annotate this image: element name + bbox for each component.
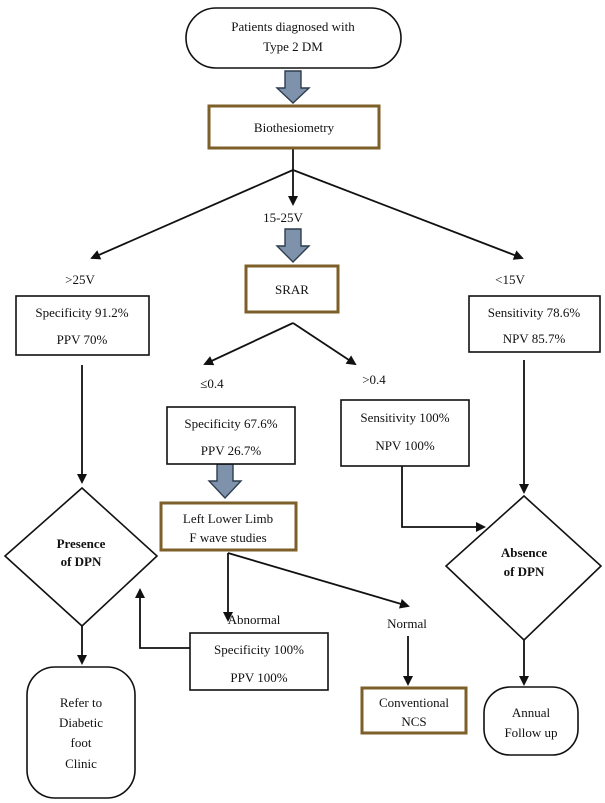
block-arrow-1 bbox=[275, 70, 311, 104]
left-ppv: PPV 70% bbox=[57, 332, 108, 347]
biothesiometry-node: Biothesiometry bbox=[207, 104, 381, 150]
block-arrow-3 bbox=[207, 463, 243, 500]
start-line2: Type 2 DM bbox=[263, 39, 323, 54]
label-gt04: >0.4 bbox=[362, 372, 386, 387]
right-stats-box: Sensitivity 78.6% NPV 85.7% bbox=[468, 295, 601, 353]
connectors bbox=[77, 148, 529, 686]
right-npv: NPV 85.7% bbox=[503, 331, 566, 346]
f-wave-node: Left Lower Limb F wave studies bbox=[159, 501, 298, 552]
refer-line3: foot bbox=[71, 735, 92, 750]
label-abnormal: Abnormal bbox=[228, 612, 281, 627]
right-sensitivity: Sensitivity 78.6% bbox=[488, 305, 581, 320]
arrow-to-lt15 bbox=[292, 169, 524, 260]
refer-node: Refer to Diabetic foot Clinic bbox=[26, 666, 136, 799]
left-specificity: Specificity 91.2% bbox=[35, 305, 128, 320]
annual-node: Annual Follow up bbox=[483, 686, 579, 756]
label-le04: ≤0.4 bbox=[200, 376, 224, 391]
label-15-25v: 15-25V bbox=[263, 210, 303, 225]
label-gt25v: >25V bbox=[65, 272, 95, 287]
arrow-to-gt25 bbox=[90, 169, 294, 260]
srar-node: SRAR bbox=[244, 264, 340, 314]
conventional-line2: NCS bbox=[401, 714, 426, 729]
conventional-line1: Conventional bbox=[379, 695, 449, 710]
left-stats-box: Specificity 91.2% PPV 70% bbox=[15, 295, 150, 356]
abnormal-specificity: Specificity 100% bbox=[214, 642, 304, 657]
abnormal-ppv: PPV 100% bbox=[230, 670, 287, 685]
absence-line1: Absence bbox=[501, 545, 547, 560]
abnormal-stats-box: Specificity 100% PPV 100% bbox=[189, 632, 329, 691]
arrow-to-gt04 bbox=[292, 322, 357, 366]
srar-label: SRAR bbox=[275, 282, 309, 297]
presence-diamond: Presence of DPN bbox=[3, 486, 159, 628]
biothesiometry-label: Biothesiometry bbox=[254, 120, 335, 135]
arrow-sens-to-absence bbox=[401, 466, 486, 532]
label-lt15v: <15V bbox=[495, 272, 525, 287]
start-node: Patients diagnosed with Type 2 DM bbox=[185, 7, 402, 69]
mid-right-stats-box: Sensitivity 100% NPV 100% bbox=[340, 399, 470, 467]
arrow-to-le04 bbox=[203, 322, 294, 366]
presence-line1: Presence bbox=[57, 536, 106, 551]
refer-line4: Clinic bbox=[65, 756, 97, 771]
block-arrow-2 bbox=[275, 228, 311, 263]
annual-line2: Follow up bbox=[504, 725, 557, 740]
arrow-to-normal bbox=[227, 552, 410, 609]
mid-left-ppv: PPV 26.7% bbox=[201, 443, 262, 458]
absence-line2: of DPN bbox=[504, 564, 545, 579]
f-wave-line2: F wave studies bbox=[189, 530, 266, 545]
refer-line2: Diabetic bbox=[59, 715, 103, 730]
mid-right-npv: NPV 100% bbox=[375, 438, 435, 453]
annual-line1: Annual bbox=[512, 705, 551, 720]
absence-diamond: Absence of DPN bbox=[444, 494, 603, 642]
start-line1: Patients diagnosed with bbox=[231, 19, 355, 34]
conventional-ncs-node: Conventional NCS bbox=[360, 686, 468, 735]
mid-right-sensitivity: Sensitivity 100% bbox=[360, 410, 449, 425]
presence-line2: of DPN bbox=[61, 554, 102, 569]
label-normal: Normal bbox=[387, 616, 427, 631]
arrow-abnormal-to-presence bbox=[135, 588, 190, 649]
mid-left-specificity: Specificity 67.6% bbox=[184, 416, 277, 431]
f-wave-line1: Left Lower Limb bbox=[183, 511, 273, 526]
mid-left-stats-box: Specificity 67.6% PPV 26.7% bbox=[166, 406, 296, 465]
refer-line1: Refer to bbox=[60, 695, 102, 710]
